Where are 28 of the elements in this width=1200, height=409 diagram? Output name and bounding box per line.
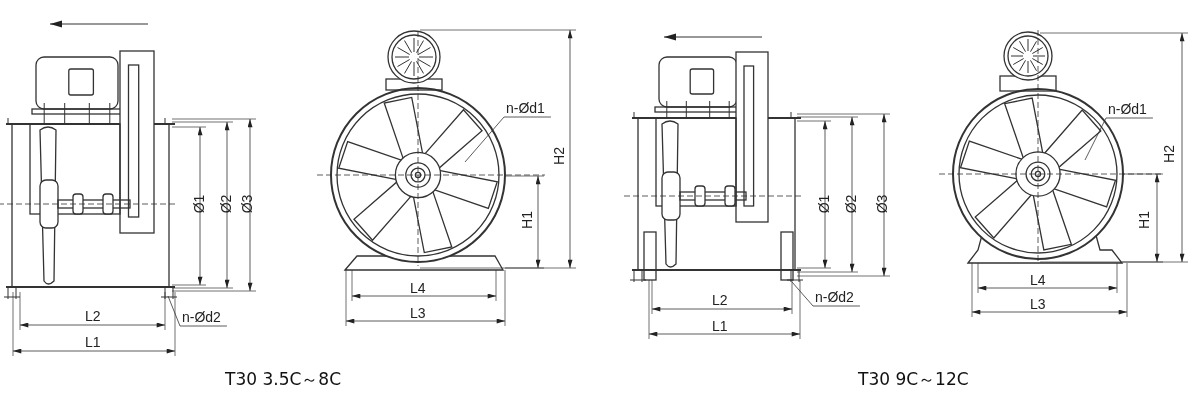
dimension-label: Ø1	[191, 194, 208, 214]
leader-line	[167, 295, 228, 327]
dimension-label: H2	[1160, 145, 1177, 163]
leader-line	[1084, 117, 1154, 161]
callout-label: n-Ød1	[506, 100, 545, 116]
dimension-label: L1	[712, 318, 728, 334]
dimension-label: L2	[85, 308, 101, 324]
dimension-label: H1	[1135, 211, 1152, 229]
dimension-label: H1	[518, 211, 535, 229]
dimension-label: L3	[1030, 296, 1046, 312]
dimension-label: L3	[410, 305, 426, 321]
dimension-label: Ø2	[218, 194, 235, 214]
dimension-label: Ø2	[843, 194, 860, 214]
dimension-label: Ø1	[816, 194, 833, 214]
callout-label: n-Ød2	[815, 289, 854, 305]
model-caption: T30 3.5C～8C	[225, 371, 341, 387]
callout-label: n-Ød2	[182, 309, 221, 325]
dimension-label: L2	[712, 292, 728, 308]
dimension-label: L4	[1030, 272, 1046, 288]
dimension-label: Ø3	[874, 194, 891, 214]
dimension-label: L4	[410, 280, 426, 296]
leader-line	[464, 116, 552, 163]
callout-label: n-Ød1	[1108, 101, 1147, 117]
model-caption: T30 9C～12C	[858, 371, 969, 387]
leader-line	[791, 281, 861, 307]
dimension-label: Ø3	[239, 194, 256, 214]
dimension-label: H2	[550, 147, 567, 165]
dimension-label: L1	[85, 334, 101, 350]
